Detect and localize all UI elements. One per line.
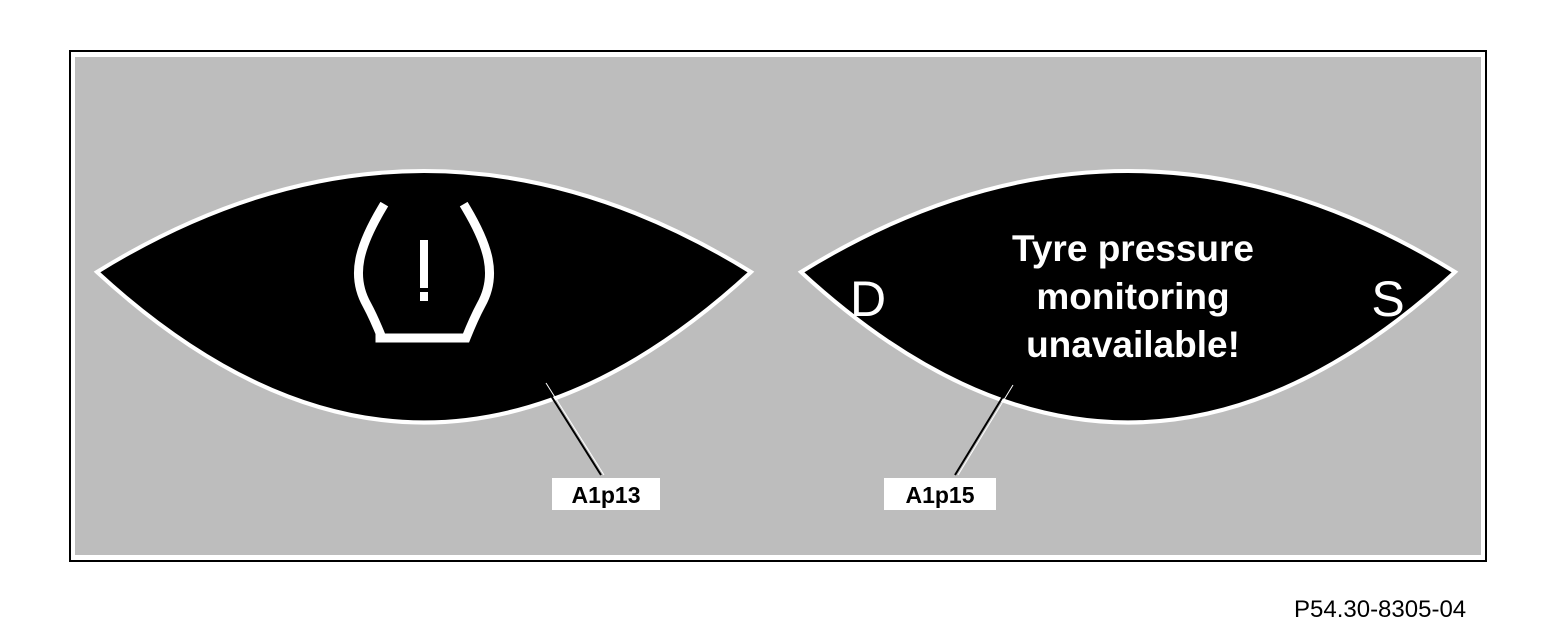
gear-indicator-left: D — [850, 271, 886, 327]
display-a1p15-shape — [797, 169, 1459, 425]
display-message-line-1: Tyre pressure — [1012, 228, 1254, 269]
figure-id: P54.30-8305-04 — [1294, 596, 1467, 623]
callout-leader-a1p13 — [542, 382, 602, 476]
callout-label-a1p13: A1p13 — [571, 482, 640, 508]
display-message-line-3: unavailable! — [1026, 324, 1240, 365]
callout-label-a1p15: A1p15 — [905, 482, 974, 508]
gear-indicator-right: S — [1371, 271, 1404, 327]
tyre-pressure-warning-icon — [353, 201, 495, 343]
display-a1p15: D S Tyre pressure monitoring unavailable… — [797, 169, 1459, 510]
callout-label-bg-a1p13 — [552, 478, 660, 510]
display-a1p13: A1p13 — [93, 169, 755, 510]
callout-leader-a1p13-halo — [545, 382, 605, 476]
display-message-line-2: monitoring — [1036, 276, 1229, 317]
callout-leader-a1p15 — [954, 384, 1011, 476]
callout-label-bg-a1p15 — [884, 478, 996, 510]
callout-leader-a1p15-halo — [957, 384, 1014, 476]
